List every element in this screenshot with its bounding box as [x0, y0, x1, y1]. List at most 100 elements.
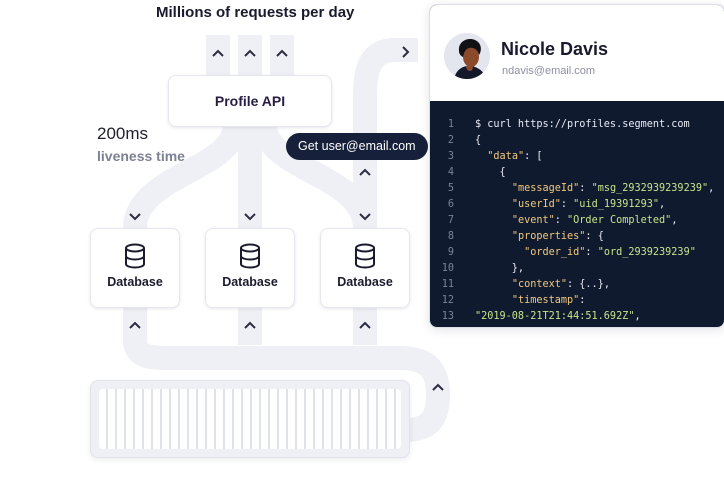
database-node: Database	[90, 228, 180, 308]
code-token: "data"	[487, 151, 525, 162]
code-token: : [	[524, 151, 543, 162]
code-line: 2{	[430, 133, 724, 149]
chevron-up-icon	[356, 316, 374, 334]
profile-api-label: Profile API	[214, 93, 286, 109]
database-label: Database	[222, 275, 278, 289]
code-text: "properties": {	[475, 229, 604, 245]
code-token: "properties"	[511, 231, 586, 242]
code-line: 6 "userId": "uid_19391293",	[430, 197, 724, 213]
code-token: "Order Completed"	[567, 215, 672, 226]
code-token: :	[579, 295, 586, 306]
code-token: : {	[585, 231, 604, 242]
code-token: ,	[659, 199, 666, 210]
chevron-down-icon	[241, 208, 259, 226]
code-token	[475, 247, 524, 258]
code-token: ,	[671, 215, 678, 226]
code-text: "event": "Order Completed",	[475, 213, 678, 229]
chevron-right-icon	[396, 43, 414, 61]
chevron-up-icon	[241, 44, 259, 62]
code-token: {	[475, 135, 482, 146]
code-line: 9 "order_id": "ord_2939239239"	[430, 245, 724, 261]
line-number: 5	[447, 183, 454, 194]
code-text: "messageId": "msg_2932939239239",	[475, 181, 714, 197]
code-token: "event"	[511, 215, 555, 226]
code-token	[475, 215, 512, 226]
line-number: 13	[441, 311, 454, 322]
code-token: : {..},	[567, 279, 610, 290]
code-line: 13 "2019-08-21T21:44:51.692Z",	[430, 309, 724, 325]
code-text: "context": {..},	[475, 277, 610, 293]
code-text: {	[475, 165, 506, 181]
chevron-down-icon	[356, 208, 374, 226]
code-token: :	[554, 215, 568, 226]
line-number: 6	[447, 199, 454, 210]
code-line: 11 "context": {..},	[430, 277, 724, 293]
code-token: $ curl https://profiles.segment.com	[475, 119, 690, 130]
chevron-up-icon	[356, 163, 374, 181]
code-text: "data": [	[475, 149, 543, 165]
line-number: 2	[447, 135, 454, 146]
line-number: 1	[447, 119, 454, 130]
code-token	[475, 295, 512, 306]
profile-panel: Nicole Davis ndavis@email.com 1 $ curl ht…	[429, 4, 724, 328]
code-token: "msg_2932939239239"	[591, 183, 709, 194]
code-text: {	[475, 133, 481, 149]
code-token	[475, 279, 512, 290]
code-line: 1 $ curl https://profiles.segment.com	[430, 117, 724, 133]
code-text: "userId": "uid_19391293",	[475, 197, 665, 213]
code-line: 10 },	[430, 261, 724, 277]
code-text: "timestamp":	[475, 293, 586, 309]
chevron-up-icon	[241, 316, 259, 334]
liveness-value: 200ms	[97, 124, 149, 143]
liveness-label: liveness time	[97, 148, 185, 164]
code-line: 5 "messageId": "msg_2932939239239",	[430, 181, 724, 197]
line-number: 12	[441, 295, 454, 306]
line-number: 10	[441, 263, 454, 274]
code-token	[475, 199, 512, 210]
code-text: },	[475, 261, 524, 277]
code-token: {	[475, 167, 506, 178]
code-line: 3 "data": [	[430, 149, 724, 165]
database-label: Database	[337, 275, 393, 289]
line-number: 8	[447, 231, 454, 242]
line-number: 11	[441, 279, 454, 290]
profile-email: ndavis@email.com	[502, 65, 596, 77]
profile-header: Nicole Davis ndavis@email.com	[430, 5, 724, 101]
headline: Millions of requests per day	[156, 4, 355, 21]
event-queue	[90, 380, 410, 458]
line-number: 7	[447, 215, 454, 226]
code-token: "2019-08-21T21:44:51.692Z"	[475, 311, 635, 322]
code-token: :	[560, 199, 574, 210]
database-node: Database	[205, 228, 295, 308]
code-token: "userId"	[511, 199, 561, 210]
database-node: Database	[320, 228, 410, 308]
person-icon	[444, 33, 490, 79]
line-number: 3	[447, 151, 454, 162]
avatar	[444, 33, 490, 79]
code-token: :	[585, 247, 598, 258]
profile-api-node: Profile API	[168, 75, 332, 127]
code-line: 7 "event": "Order Completed",	[430, 213, 724, 229]
code-line: 8 "properties": {	[430, 229, 724, 245]
chevron-down-icon	[126, 208, 144, 226]
code-text: $ curl https://profiles.segment.com	[475, 117, 690, 133]
event-queue-slots	[99, 389, 401, 449]
code-token: :	[579, 183, 592, 194]
code-token: "ord_2939239239"	[597, 247, 696, 258]
request-pill: Get user@email.com	[286, 133, 428, 160]
code-text: "2019-08-21T21:44:51.692Z",	[475, 309, 641, 325]
chevron-up-icon	[273, 44, 291, 62]
code-token: "timestamp"	[511, 295, 580, 306]
code-token: },	[475, 263, 525, 274]
code-text: "order_id": "ord_2939239239"	[475, 245, 696, 261]
chevron-up-icon	[209, 44, 227, 62]
code-token	[475, 183, 512, 194]
code-token: "messageId"	[511, 183, 580, 194]
line-number: 4	[447, 167, 454, 178]
code-token: "uid_19391293"	[573, 199, 660, 210]
code-token: ,	[708, 183, 715, 194]
code-token	[475, 151, 487, 162]
code-token	[475, 231, 512, 242]
